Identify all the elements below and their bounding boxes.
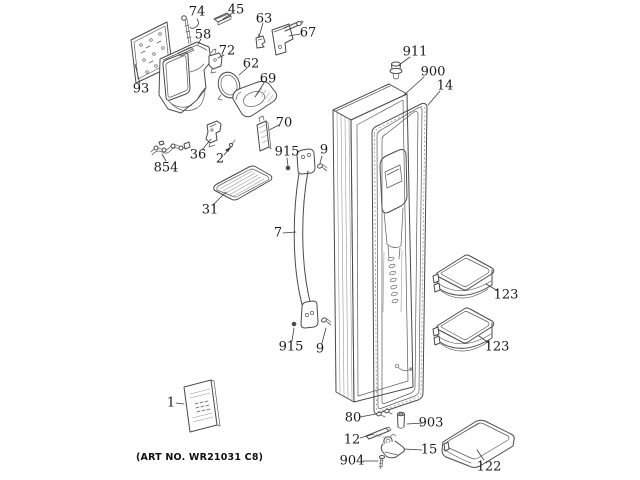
part-12-strip-drawing xyxy=(365,426,392,440)
part-915-screw-top-drawing xyxy=(285,165,291,171)
callout-62[interactable]: 62 xyxy=(243,57,260,72)
part-58-duct-drawing xyxy=(158,41,212,114)
part-915-screw-bottom-drawing xyxy=(291,321,297,327)
callout-900[interactable]: 900 xyxy=(421,65,446,80)
part-15-cap-drawing xyxy=(380,433,405,459)
callout-74[interactable]: 74 xyxy=(189,5,206,20)
callout-45[interactable]: 45 xyxy=(228,3,245,18)
callout-904[interactable]: 904 xyxy=(340,454,365,469)
callout-67[interactable]: 67 xyxy=(300,26,317,41)
callout-9-bottom[interactable]: 9 xyxy=(316,342,324,357)
part-1-card-drawing xyxy=(183,379,221,433)
callout-70[interactable]: 70 xyxy=(276,116,293,131)
part-7-handle-drawing xyxy=(293,148,319,329)
part-67-bracket-drawing xyxy=(271,20,304,56)
callout-2[interactable]: 2 xyxy=(216,152,224,167)
callout-123-upper[interactable]: 123 xyxy=(494,288,519,303)
part-63-clip-drawing xyxy=(255,33,266,49)
part-14-gasket-drawing xyxy=(371,102,428,415)
callout-14[interactable]: 14 xyxy=(437,79,454,94)
callout-15[interactable]: 15 xyxy=(421,443,438,458)
part-122-bin-drawing xyxy=(441,419,515,468)
callout-labels: 74 45 63 67 58 72 62 93 69 70 915 9 36 2… xyxy=(133,3,519,475)
callout-122[interactable]: 122 xyxy=(477,460,502,475)
callout-911[interactable]: 911 xyxy=(403,45,428,60)
callout-69[interactable]: 69 xyxy=(260,72,277,87)
part-904-screw-drawing xyxy=(378,455,385,470)
callout-9-top[interactable]: 9 xyxy=(320,143,328,158)
callout-915-bottom[interactable]: 915 xyxy=(279,340,304,355)
part-69-cover-drawing xyxy=(232,80,278,118)
callout-31[interactable]: 31 xyxy=(202,203,219,218)
callout-123-lower[interactable]: 123 xyxy=(485,340,510,355)
part-31-grille-drawing xyxy=(213,165,273,201)
callout-1[interactable]: 1 xyxy=(167,396,175,411)
part-36-bracket-drawing xyxy=(205,120,222,148)
callout-12[interactable]: 12 xyxy=(344,433,361,448)
part-80-fasteners-drawing xyxy=(376,408,393,418)
part-45-clip-drawing xyxy=(213,12,232,26)
part-123-upper-bin-drawing xyxy=(432,254,495,299)
part-854-harness-drawing xyxy=(150,140,191,156)
callout-915-top[interactable]: 915 xyxy=(275,145,300,160)
callout-58[interactable]: 58 xyxy=(195,28,212,43)
leader-lines xyxy=(134,13,499,462)
part-2-screw-drawing xyxy=(228,139,236,148)
part-9-screw-bottom-drawing xyxy=(321,317,332,326)
part-70-panel-drawing xyxy=(256,115,272,152)
part-74-screw-drawing xyxy=(181,15,192,45)
part-123-lower-bin-drawing xyxy=(432,307,495,352)
callout-903[interactable]: 903 xyxy=(419,416,444,431)
callout-93[interactable]: 93 xyxy=(133,82,150,97)
callout-63[interactable]: 63 xyxy=(256,12,273,27)
callout-80[interactable]: 80 xyxy=(345,411,362,426)
part-903-pin-drawing xyxy=(397,411,405,429)
callout-36[interactable]: 36 xyxy=(190,148,207,163)
part-72-bracket-drawing xyxy=(208,48,223,74)
art-number: (ART NO. WR21031 C8) xyxy=(136,452,263,463)
part-9-screw-top-drawing xyxy=(317,163,328,172)
callout-72[interactable]: 72 xyxy=(219,44,236,59)
callout-854[interactable]: 854 xyxy=(154,161,179,176)
callout-7[interactable]: 7 xyxy=(274,226,282,241)
